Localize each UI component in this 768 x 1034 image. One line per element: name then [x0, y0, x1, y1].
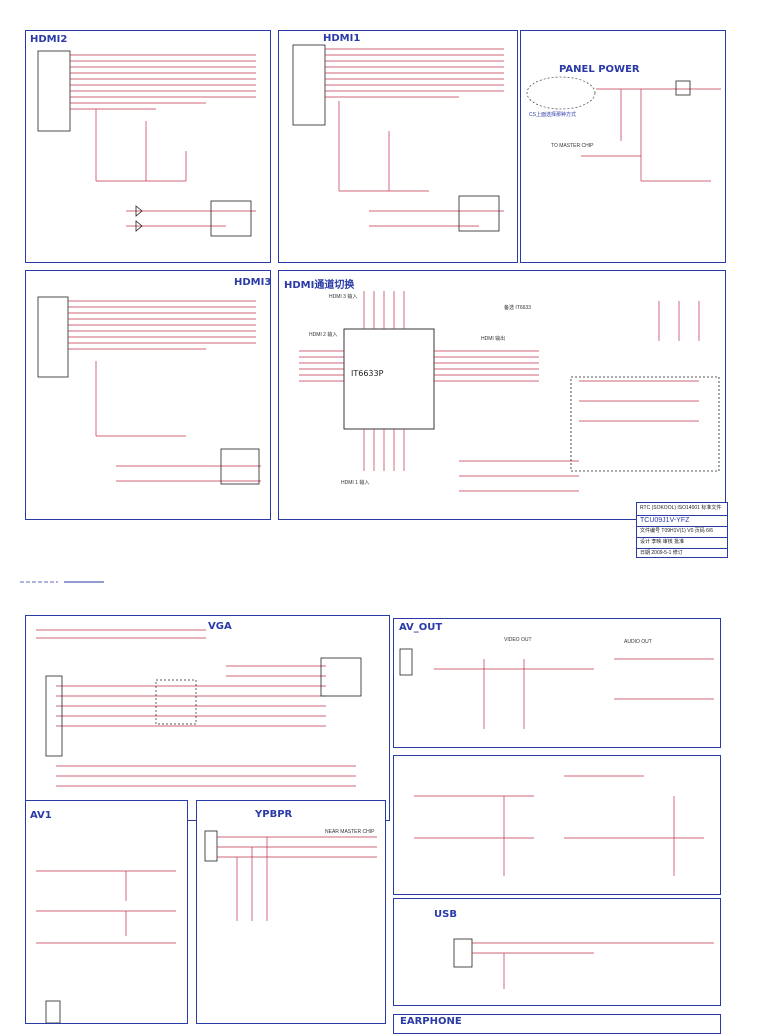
switch-chip-label: IT6633P	[351, 369, 384, 378]
hdmi2-circuit	[37, 50, 256, 237]
sheet-separator	[20, 581, 104, 583]
title-block: RTC (SOKOOL) ISO14001 标准文件 TCU09J1V-YFZ …	[636, 502, 728, 558]
hdmi3-in-label: HDMI 3 输入	[329, 294, 358, 300]
audio-out-label: AUDIO OUT	[624, 639, 652, 645]
panel-title-usb: USB	[434, 909, 457, 920]
vga-circuit	[36, 629, 362, 787]
hdmi2-in-label: HDMI 2 输入	[309, 332, 338, 338]
panel-title-hdmi-switch: HDMI通道切换	[284, 280, 355, 291]
panel-title-panel-power: PANEL POWER	[559, 64, 640, 75]
usb-circuit	[453, 938, 714, 989]
panel-audio-amp	[393, 755, 721, 895]
hdmi1-in-label: HDMI 1 输入	[341, 480, 370, 486]
ypbpr-circuit	[204, 830, 377, 921]
panel-panel-power: PANEL POWER CS上面选择那种方式 TO MASTER CHIP	[520, 30, 726, 263]
panel-title-hdmi2: HDMI2	[30, 34, 68, 45]
panel-title-ypbpr: YPBPR	[255, 809, 293, 820]
panel-av-out: AV_OUT VIDEO OUT AUDIO OUT	[393, 618, 721, 748]
panel-title-hdmi3: HDMI3	[234, 277, 271, 288]
hdmi1-circuit	[292, 44, 504, 232]
title-block-file: 文件编号 T09H1V(1) V0 页码 6/6	[637, 526, 727, 536]
av-out-circuit	[399, 648, 714, 729]
title-block-designer: 设计 李映 审核 批准	[637, 537, 727, 547]
hdmi3-circuit	[37, 296, 261, 485]
panel-title-vga: VGA	[208, 621, 232, 632]
title-block-model: TCU09J1V-YFZ	[637, 515, 727, 525]
panel-vga: VGA	[25, 615, 390, 821]
it6633-alt-label: 备选 IT6633	[504, 305, 531, 311]
schematic-sheet-2: VGA AV_OUT VIDEO OUT AUDIO OUT	[0, 600, 768, 1034]
panel-power-note: CS上面选择那种方式	[529, 112, 576, 118]
panel-title-av-out: AV_OUT	[399, 622, 443, 633]
panel-hdmi1: HDMI1	[278, 30, 518, 263]
to-master-chip-label: TO MASTER CHIP	[551, 143, 594, 149]
panel-usb: USB	[393, 898, 721, 1006]
panel-av1: AV1	[25, 800, 188, 1024]
near-master-chip-label: NEAR MASTER CHIP	[325, 829, 375, 835]
hdmi-out-label: HDMI 输出	[481, 336, 506, 342]
title-block-company: RTC (SOKOOL) ISO14001 标准文件	[640, 505, 722, 511]
panel-title-earphone: EARPHONE	[400, 1016, 462, 1027]
panel-title-hdmi1: HDMI1	[323, 33, 361, 44]
av1-circuit	[36, 870, 176, 1023]
panel-title-av1: AV1	[30, 810, 52, 821]
panel-hdmi3: HDMI3	[25, 270, 271, 520]
schematic-sheet-1: HDMI2 HDMI1	[25, 30, 728, 558]
panel-hdmi-switch: HDMI通道切换 HDMI 3 输入 HDMI 2 输入 HDMI 1 输入 H…	[278, 270, 726, 520]
audio-amp-circuit	[414, 775, 704, 876]
panel-ypbpr: YPBPR NEAR MASTER CHIP	[196, 800, 386, 1024]
panel-earphone: EARPHONE	[393, 1014, 721, 1034]
title-block-date: 日期 2009-5-1 修订	[637, 548, 727, 558]
video-out-label: VIDEO OUT	[504, 637, 532, 643]
panel-power-circuit	[526, 76, 721, 182]
panel-hdmi2: HDMI2	[25, 30, 271, 263]
hdmi-switch-circuit	[299, 291, 720, 492]
